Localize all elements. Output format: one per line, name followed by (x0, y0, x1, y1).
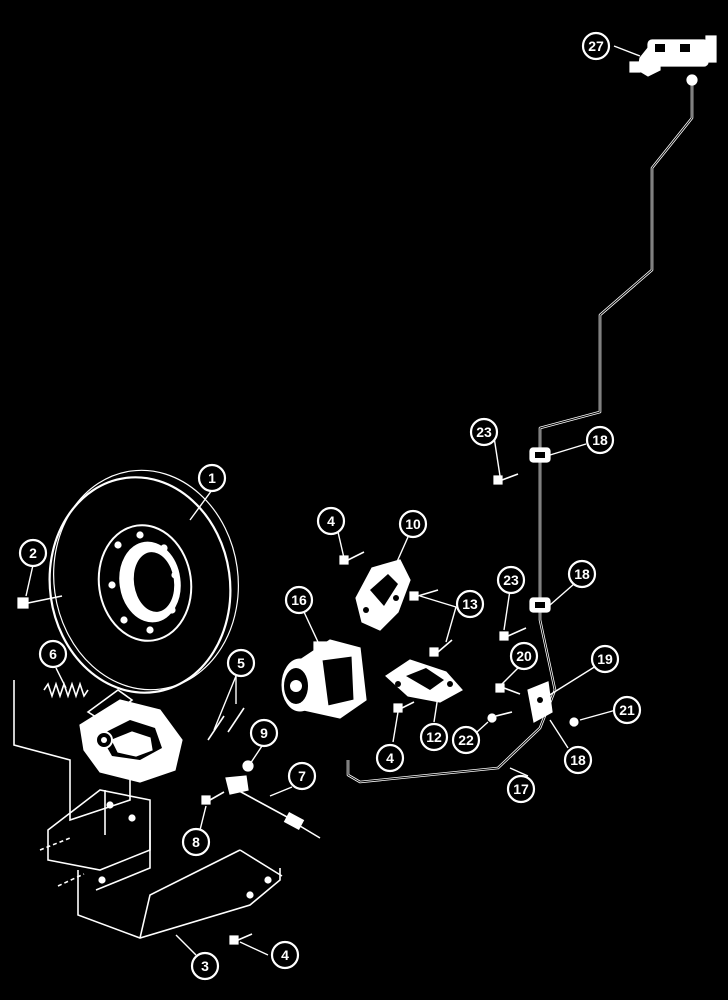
callout-23-lower: 23 (496, 565, 526, 595)
bolt-2 (17, 595, 63, 609)
svg-text:4: 4 (386, 750, 394, 766)
lower-bracket (385, 659, 463, 703)
callout-4-lower: 4 (270, 940, 300, 970)
callout-18-middle: 18 (567, 559, 597, 589)
nut-21 (569, 717, 579, 727)
nut-22 (487, 711, 513, 723)
leader-lines (25, 45, 641, 956)
parking-brake-cable (225, 775, 321, 839)
svg-text:5: 5 (237, 655, 245, 671)
callout-2: 2 (18, 538, 48, 568)
svg-text:20: 20 (516, 648, 532, 664)
callout-16: 16 (284, 585, 314, 615)
callout-22: 22 (451, 725, 481, 755)
callout-17: 17 (506, 774, 536, 804)
callout-6: 6 (38, 639, 68, 669)
svg-text:22: 22 (458, 732, 474, 748)
svg-text:18: 18 (592, 432, 608, 448)
bolt-8 (201, 791, 225, 805)
svg-text:23: 23 (476, 424, 492, 440)
spring (43, 681, 89, 699)
svg-text:16: 16 (291, 592, 307, 608)
pins (207, 707, 245, 741)
svg-text:8: 8 (192, 834, 200, 850)
callout-18-bottom: 18 (563, 745, 593, 775)
callout-20: 20 (509, 641, 539, 671)
pipe-clamp-upper (529, 447, 551, 463)
svg-text:3: 3 (201, 958, 209, 974)
svg-text:6: 6 (49, 646, 57, 662)
bolt-4-lower (229, 933, 253, 945)
svg-text:12: 12 (426, 729, 442, 745)
svg-text:23: 23 (503, 572, 519, 588)
svg-text:10: 10 (405, 516, 421, 532)
callout-4-middle: 4 (375, 743, 405, 773)
brake-line-pipe (346, 82, 694, 784)
brake-disc (48, 469, 239, 694)
bolt-13-lower (429, 639, 453, 657)
svg-text:1: 1 (208, 470, 216, 486)
svg-text:4: 4 (281, 947, 289, 963)
pipe-clamp-middle (529, 597, 551, 613)
svg-text:27: 27 (588, 38, 604, 54)
callout-5: 5 (226, 648, 256, 678)
callout-8: 8 (181, 827, 211, 857)
svg-text:2: 2 (29, 545, 37, 561)
callout-4-upper: 4 (316, 506, 346, 536)
bolt-23-upper (493, 473, 519, 485)
pipe-bracket (527, 681, 553, 723)
svg-text:13: 13 (462, 596, 478, 612)
callout-1: 1 (197, 463, 227, 493)
callout-23-upper: 23 (469, 417, 499, 447)
brake-actuator (281, 639, 367, 719)
callout-7: 7 (287, 761, 317, 791)
svg-text:18: 18 (574, 566, 590, 582)
callout-10: 10 (398, 509, 428, 539)
callout-18-top: 18 (585, 425, 615, 455)
callout-12: 12 (419, 722, 449, 752)
callout-27: 27 (581, 31, 611, 61)
callout-3: 3 (190, 951, 220, 981)
callout-9: 9 (249, 718, 279, 748)
bolt-20 (495, 683, 521, 695)
master-cylinder (629, 35, 717, 86)
bolt-4-middle (393, 701, 415, 713)
svg-text:4: 4 (327, 513, 335, 529)
svg-text:17: 17 (513, 781, 529, 797)
callout-13: 13 (455, 589, 485, 619)
brake-caliper (79, 689, 183, 783)
svg-text:18: 18 (570, 752, 586, 768)
upper-bracket (355, 559, 411, 631)
svg-text:7: 7 (298, 768, 306, 784)
bolt-13-upper (409, 589, 439, 601)
callout-21: 21 (612, 695, 642, 725)
bolt-23-lower (499, 627, 527, 641)
svg-text:21: 21 (619, 702, 635, 718)
mounting-bracket (13, 680, 283, 939)
svg-text:19: 19 (597, 651, 613, 667)
callout-19: 19 (590, 644, 620, 674)
svg-text:9: 9 (260, 725, 268, 741)
